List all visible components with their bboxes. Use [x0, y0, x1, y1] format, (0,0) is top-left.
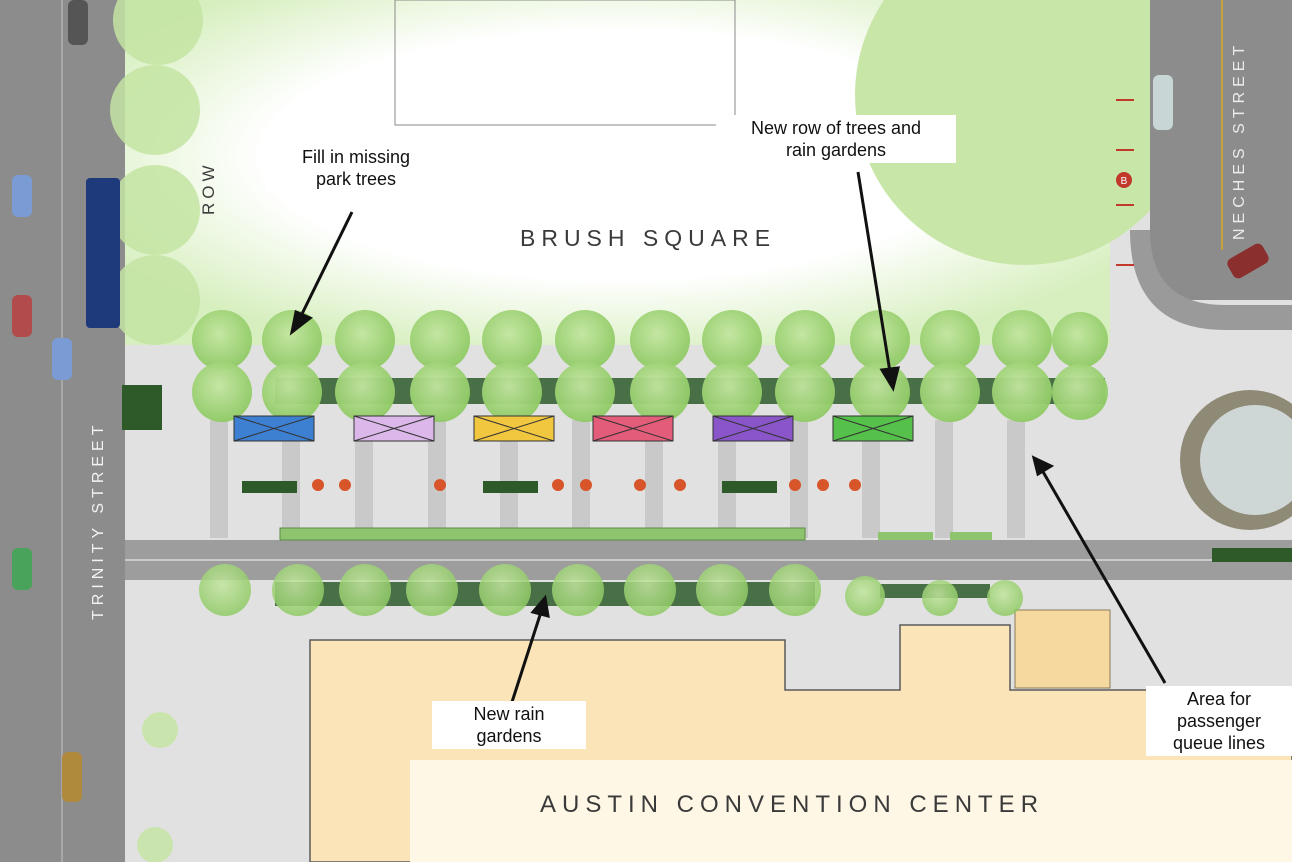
vehicle-car: [68, 0, 88, 45]
kiosk-green: [832, 415, 914, 442]
trinity-street-label: TRINITY STREET: [90, 421, 107, 621]
paving-stripes: [210, 420, 1025, 538]
arrowhead-rain-gardens: [530, 594, 550, 619]
arrowhead-park-trees: [289, 309, 313, 336]
kiosk-blue: [233, 415, 315, 442]
cafe-tables: [312, 479, 861, 491]
planter-boxes: [242, 481, 1292, 562]
callout-queue-line3: queue lines: [1172, 733, 1266, 753]
convention-center-entry: [1014, 609, 1111, 689]
callout-rain-gardens-line1: New rain: [473, 704, 545, 724]
callout-rain-gardens-line2: gardens: [476, 726, 542, 746]
kiosk-lilac: [353, 415, 435, 442]
park-building-outline: [394, 0, 736, 126]
bench-strip-east-1: [878, 532, 933, 540]
arrowhead-queue: [1031, 455, 1055, 477]
arrow-new-row: [856, 171, 892, 373]
kiosk-yellow: [473, 415, 555, 442]
callout-arrows: [289, 171, 1167, 703]
neches-street-label: NECHES STREET: [1231, 41, 1248, 240]
convention-center-forecourt: [410, 760, 1292, 862]
callout-queue-line1: Area for: [1186, 689, 1252, 709]
callout-new-row-line1: New row of trees and: [750, 118, 922, 138]
vehicle-car: [12, 295, 32, 337]
callout-queue-line2: passenger: [1176, 711, 1262, 731]
row-label: ROW: [199, 161, 218, 215]
rain-garden-north: [275, 378, 1105, 404]
callout-new-row: New row of trees and rain gardens: [716, 115, 956, 163]
callout-new-row-line2: rain gardens: [785, 140, 887, 160]
west-planter: [122, 385, 162, 430]
vehicle-car: [12, 175, 32, 217]
vehicle-car: [12, 548, 32, 590]
convention-center-label: AUSTIN CONVENTION CENTER: [540, 791, 1044, 818]
brush-square-label: BRUSH SQUARE: [520, 225, 776, 251]
vehicle-bus: [86, 178, 120, 328]
vehicle-car: [1153, 75, 1173, 130]
vehicles: [12, 0, 1269, 802]
kiosk-purple: [712, 415, 794, 442]
tree-row-north: [192, 310, 1108, 370]
callout-park-trees-line1: Fill in missing: [301, 147, 411, 167]
curb-striping: [1116, 99, 1134, 266]
park-large-tree: [855, 0, 1195, 265]
bus-stop-letter: B: [1121, 176, 1128, 187]
arrowhead-new-row: [879, 366, 900, 392]
bus-stop-marker: [1116, 172, 1132, 188]
neches-curve: [1130, 230, 1292, 330]
arrow-queue: [1040, 469, 1167, 684]
callout-park-trees-line2: park trees: [315, 169, 397, 189]
kiosk-pink: [592, 415, 674, 442]
tree-row-south: [199, 564, 1023, 616]
vehicle-car: [62, 752, 82, 802]
bench-strip-east-2: [950, 532, 992, 540]
callout-queue: Area for passenger queue lines: [1146, 686, 1292, 756]
bench-strip: [279, 527, 806, 541]
fountain-pool: [1200, 405, 1292, 515]
callout-park-trees: Fill in missing park trees: [266, 144, 446, 192]
vehicle-car: [52, 338, 72, 380]
arrow-rain-gardens: [510, 611, 543, 703]
arrow-park-trees: [298, 211, 354, 319]
vehicle-car: [1227, 243, 1269, 279]
callout-rain-gardens: New rain gardens: [432, 701, 586, 749]
tree-column-west: [110, 0, 203, 862]
